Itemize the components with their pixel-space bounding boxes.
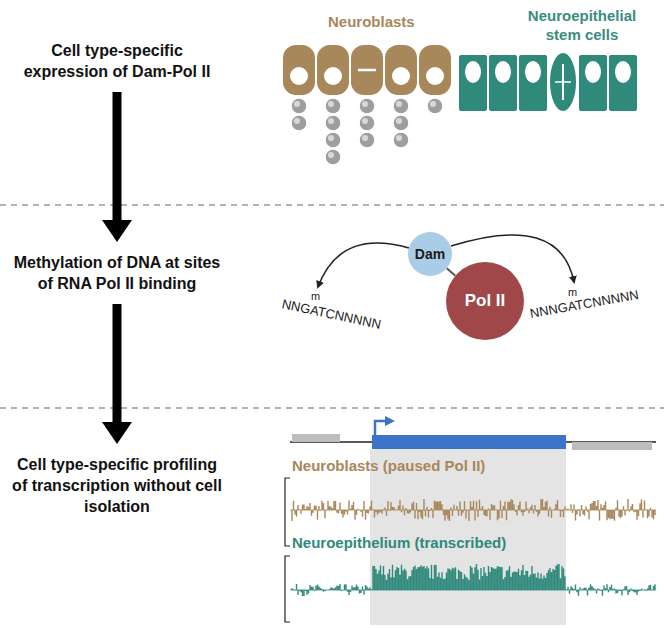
gmc-nucleus — [396, 101, 402, 107]
polii-circle: Pol II — [446, 262, 524, 340]
step-label: Cell type-specific expression of Dam-Pol… — [8, 40, 226, 82]
neuroblast-cell — [350, 44, 384, 96]
neuroblast-cell — [418, 44, 452, 96]
gmc-cell — [427, 98, 443, 114]
gmc-cell — [393, 132, 409, 148]
neuroepithelial-cell — [518, 54, 548, 112]
connector-line — [113, 304, 122, 424]
cell-illustration — [282, 44, 638, 165]
spindle — [358, 69, 376, 72]
signal-tracks — [285, 478, 656, 622]
step-text: Cell type-specific expression of Dam-Pol… — [4, 38, 230, 84]
neuroblast-cell — [282, 44, 316, 96]
methyl-mark: m — [311, 289, 320, 303]
signal-track — [292, 564, 655, 596]
gmc-nucleus — [328, 135, 334, 141]
gmc-cell — [325, 98, 341, 114]
arrowhead — [102, 422, 132, 444]
gmc-nucleus — [328, 152, 334, 158]
circle-label: Pol II — [465, 291, 506, 311]
circle-label: Dam — [415, 246, 445, 262]
spindle — [555, 81, 571, 83]
gmc-nucleus — [328, 101, 334, 107]
methylation-arrow — [318, 243, 409, 287]
gmc-nucleus — [328, 118, 334, 124]
neuroepithelial-cell — [608, 54, 638, 112]
gmc-cell — [325, 149, 341, 165]
nucleus — [290, 67, 308, 85]
step-label: Cell type-specific profiling of transcri… — [8, 454, 226, 517]
step-text: Methylation of DNA at sites of RNA Pol I… — [4, 250, 230, 296]
gmc-cell — [325, 132, 341, 148]
signal-track — [292, 499, 655, 521]
step-label: Methylation of DNA at sites of RNA Pol I… — [8, 252, 226, 294]
gmc-cell — [393, 115, 409, 131]
cell-type-label: Neuroepithelial stem cells — [512, 6, 652, 44]
track-bracket — [285, 478, 290, 546]
neuroblast-cell — [316, 44, 350, 96]
gmc-cell — [325, 115, 341, 131]
separator — [0, 407, 664, 409]
neuroepithelial-cell — [488, 54, 518, 112]
cell-type-label: Neuroblasts — [328, 12, 415, 31]
dividing-cell — [549, 52, 577, 112]
track-label: Neuroepithelium (transcribed) — [292, 533, 506, 552]
gmc-cell — [393, 98, 409, 114]
nucleus — [525, 61, 541, 83]
tss-arrow — [375, 421, 392, 435]
gmc-nucleus — [396, 118, 402, 124]
flow-arrow — [102, 304, 132, 444]
nucleus — [585, 61, 601, 83]
nucleus — [495, 61, 511, 83]
neuroepithelial-cell — [578, 54, 608, 112]
step-text: Cell type-specific profiling of transcri… — [4, 452, 230, 519]
gmc-cell — [359, 132, 375, 148]
neuroblast-cell — [384, 44, 418, 96]
gmc-nucleus — [396, 135, 402, 141]
nucleus — [465, 61, 481, 83]
track-bracket — [285, 556, 290, 622]
neighbor-gene — [292, 434, 340, 442]
dna-sequence: NNNGATCNNNNN — [529, 287, 640, 322]
gmc-nucleus — [294, 118, 300, 124]
gmc-cell — [359, 98, 375, 114]
dna-sequence: NNGATCNNNNN — [280, 296, 382, 333]
binding-link — [447, 268, 456, 275]
arrowhead — [102, 220, 132, 242]
gmc-nucleus — [430, 101, 436, 107]
connector-line — [113, 92, 122, 222]
gmc-cell — [359, 115, 375, 131]
methyl-mark: m — [568, 285, 577, 299]
flow-arrow — [102, 92, 132, 242]
gmc-nucleus — [294, 101, 300, 107]
separator — [0, 204, 664, 206]
neighbor-gene — [572, 442, 652, 450]
gmc-cell — [291, 115, 307, 131]
nucleus — [324, 67, 342, 85]
gmc-cell — [291, 98, 307, 114]
gmc-nucleus — [362, 101, 368, 107]
gmc-nucleus — [362, 118, 368, 124]
neuroepithelial-cell — [458, 54, 488, 112]
nucleus — [426, 67, 444, 85]
connector-line — [447, 268, 456, 275]
gene-body — [372, 435, 566, 449]
nucleus — [615, 61, 631, 83]
dam-circle: Dam — [408, 232, 452, 276]
track-label: Neuroblasts (paused Pol II) — [292, 456, 485, 475]
nucleus — [392, 67, 410, 85]
gmc-nucleus — [362, 135, 368, 141]
